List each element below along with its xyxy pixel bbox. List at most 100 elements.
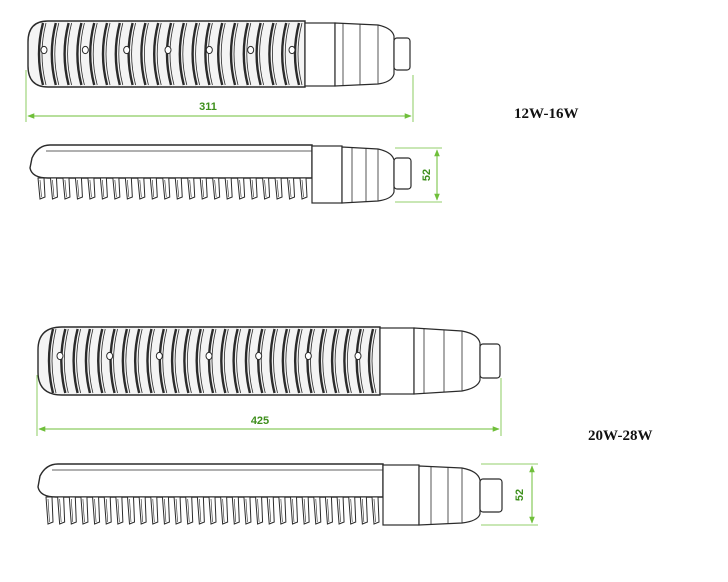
side-fins	[37, 177, 308, 200]
side-fin	[150, 496, 159, 525]
fin-line	[229, 22, 237, 86]
height-label: 52	[514, 489, 526, 501]
side-fin	[138, 496, 147, 525]
side-fin	[231, 496, 240, 525]
fin-line	[109, 328, 116, 394]
side-housing	[382, 464, 420, 526]
fin-line	[114, 22, 121, 86]
model-1-top-view	[27, 20, 411, 88]
fin-line	[232, 328, 239, 394]
side-fin	[289, 496, 299, 525]
neck-section	[413, 327, 481, 395]
side-fin	[249, 177, 258, 200]
side-fin	[80, 496, 89, 525]
fin-edge	[144, 22, 149, 86]
hole	[288, 45, 296, 55]
side-fin	[173, 496, 182, 525]
power-range-label-2: 20W-28W	[588, 428, 653, 444]
side-fins	[45, 496, 380, 525]
fin-edge	[334, 328, 340, 394]
model-2-top-view	[37, 326, 501, 396]
side-fin	[112, 177, 121, 200]
fin-line	[158, 328, 165, 394]
fin-edge	[100, 328, 106, 394]
hole	[56, 351, 64, 361]
fin-edge	[88, 328, 94, 394]
fin-edge	[259, 22, 264, 86]
fin-edge	[174, 328, 180, 394]
fin-edge	[223, 328, 229, 394]
side-fin	[299, 177, 308, 200]
side-fin	[274, 177, 283, 200]
hole	[123, 45, 131, 55]
side-fin	[161, 496, 170, 525]
fin-line	[101, 22, 109, 86]
fin-edge	[150, 328, 155, 394]
side-fin	[115, 496, 124, 525]
height-label: 52	[421, 169, 433, 181]
side-connector	[479, 478, 503, 513]
fin-edge	[272, 22, 277, 86]
fin-edge	[105, 22, 111, 86]
fin-edge	[41, 22, 47, 86]
model-2-length-dimension: 425	[36, 375, 502, 436]
fin-line	[294, 328, 301, 394]
fin-edge	[92, 22, 98, 86]
fin-edge	[54, 22, 60, 86]
fin-edge	[297, 22, 303, 86]
fin-line	[134, 328, 141, 394]
fin-edge	[220, 22, 226, 86]
fin-line	[220, 328, 227, 394]
side-housing	[311, 145, 343, 204]
side-fin	[237, 177, 246, 200]
hole	[247, 45, 255, 55]
fin-edge	[248, 328, 254, 394]
fin-line	[121, 328, 129, 394]
fin-edge	[233, 22, 239, 86]
fin-edge	[322, 328, 328, 394]
fin-line	[146, 328, 153, 394]
pole-connector	[479, 343, 501, 379]
fin-edge	[285, 328, 291, 394]
fin-edge	[236, 328, 242, 394]
fin-edge	[63, 328, 69, 394]
mounting-holes	[56, 351, 362, 361]
side-fin	[62, 177, 71, 200]
hole	[106, 351, 114, 361]
fin-line	[204, 22, 211, 86]
side-fin	[126, 496, 136, 525]
fin-line	[191, 22, 198, 86]
side-fin	[301, 496, 310, 525]
fin-line	[269, 328, 276, 394]
fin-edge	[347, 328, 352, 394]
side-fin	[208, 496, 217, 525]
fin-edge	[67, 22, 72, 86]
model-1-height-dimension: 52	[395, 147, 442, 203]
side-fin	[359, 496, 368, 525]
side-fin	[68, 496, 77, 525]
fin-line	[318, 328, 325, 394]
fin-line	[127, 22, 134, 86]
fin-edge	[182, 22, 188, 86]
side-fin	[37, 177, 46, 200]
hole	[164, 45, 172, 55]
side-fin	[57, 496, 66, 525]
side-fin	[137, 177, 146, 200]
fin-line	[217, 22, 224, 86]
fin-line	[37, 22, 45, 86]
side-fin	[199, 177, 208, 200]
side-body-outline	[37, 463, 384, 498]
side-fin	[313, 496, 322, 525]
side-fin	[266, 496, 275, 525]
hole	[354, 351, 362, 361]
hole	[205, 351, 213, 361]
side-fin	[49, 177, 58, 200]
fin-line	[89, 22, 96, 86]
model-1-length-dimension: 311	[25, 70, 414, 122]
side-body-outline	[29, 144, 313, 179]
fin-line	[268, 22, 275, 86]
fin-edge	[297, 328, 303, 394]
fin-line	[281, 22, 288, 86]
fin-edge	[246, 22, 252, 86]
